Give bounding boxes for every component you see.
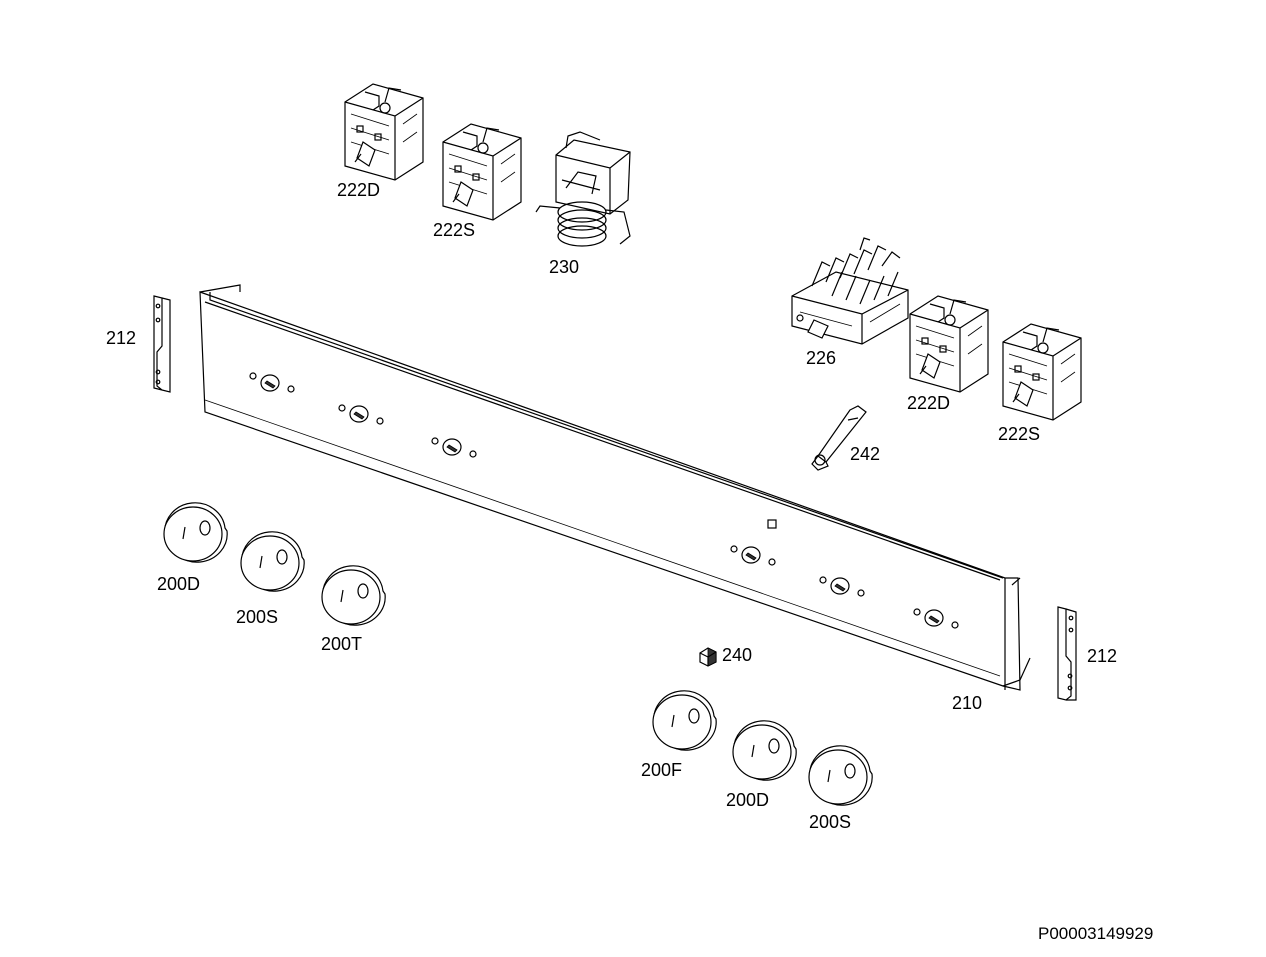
knob-200t <box>321 565 386 626</box>
label-200d-left: 200D <box>157 574 200 594</box>
label-222d-right: 222D <box>907 393 950 413</box>
thermostat-230 <box>535 131 631 247</box>
indicator-lamp-240 <box>699 647 717 667</box>
label-230: 230 <box>549 257 579 277</box>
energy-regulator-222d-top <box>344 83 424 181</box>
label-210: 210 <box>952 693 982 713</box>
selector-switch-226 <box>791 237 909 345</box>
label-200t: 200T <box>321 634 362 654</box>
label-240: 240 <box>722 645 752 665</box>
panel-hole <box>249 372 295 393</box>
lamp-window <box>767 519 777 529</box>
knob-200d-left <box>163 502 228 563</box>
label-226: 226 <box>806 348 836 368</box>
knob-200d-bottom <box>732 720 797 781</box>
side-bracket-212-right <box>1057 606 1077 701</box>
label-222s-top: 222S <box>433 220 475 240</box>
label-200f: 200F <box>641 760 682 780</box>
label-222d-top: 222D <box>337 180 380 200</box>
energy-regulator-222s-top <box>442 123 522 221</box>
control-panel-210 <box>199 284 1031 691</box>
label-200s-bottom: 200S <box>809 812 851 832</box>
panel-hole <box>913 608 959 629</box>
side-bracket-212-left <box>153 295 171 393</box>
label-212-left: 212 <box>106 328 136 348</box>
panel-hole <box>819 576 865 597</box>
label-200s-left: 200S <box>236 607 278 627</box>
panel-hole <box>338 404 384 425</box>
knob-200s-bottom <box>808 745 873 806</box>
knob-200f <box>652 690 717 751</box>
drawing-code: P00003149929 <box>1038 924 1153 943</box>
label-222s-right: 222S <box>998 424 1040 444</box>
energy-regulator-222d-right <box>909 295 989 393</box>
label-200d-bottom: 200D <box>726 790 769 810</box>
label-242: 242 <box>850 444 880 464</box>
panel-hole <box>431 437 477 458</box>
label-212-right: 212 <box>1087 646 1117 666</box>
energy-regulator-222s-right <box>1002 323 1082 421</box>
panel-hole <box>730 545 776 566</box>
knob-200s-left <box>240 531 305 592</box>
lamp-holder-242 <box>811 405 867 471</box>
